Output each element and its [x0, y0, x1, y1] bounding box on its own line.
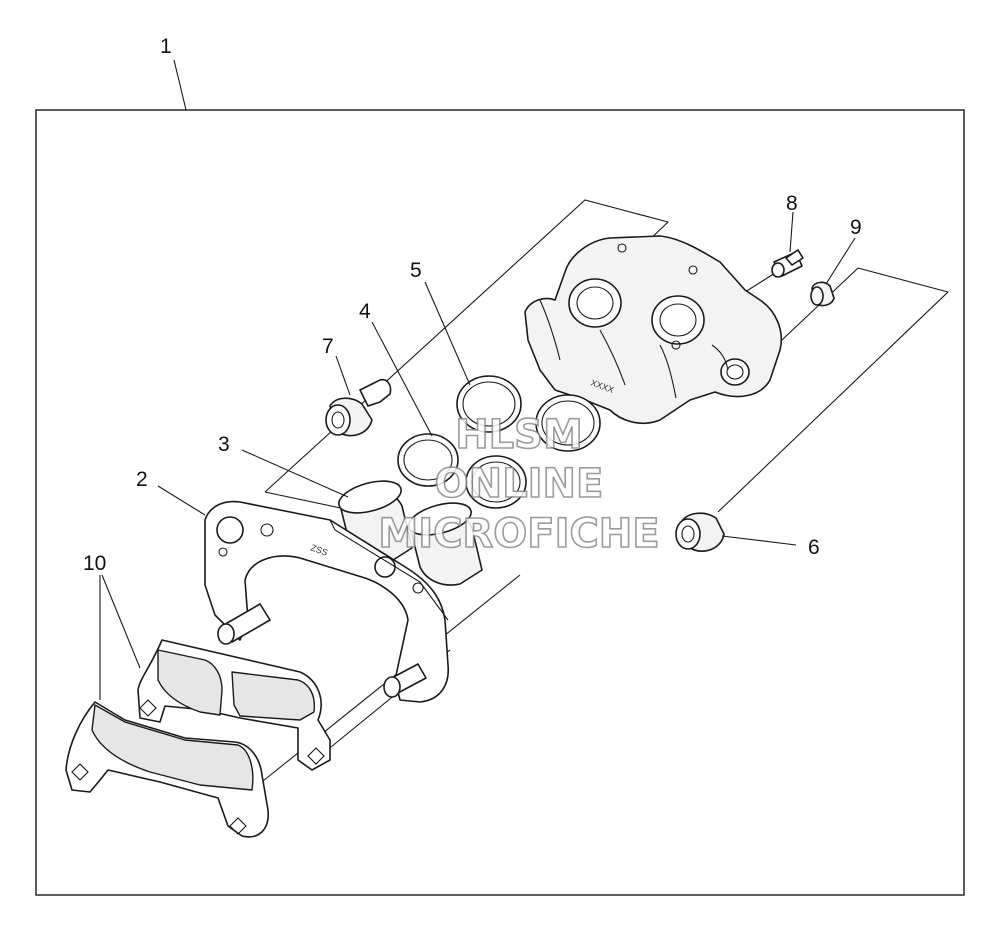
callout-9-leader [825, 237, 856, 285]
brake-pad-outer [65, 701, 269, 838]
callout-3-leader [241, 449, 349, 498]
piston-seal-set [456, 375, 601, 452]
piston-set [338, 480, 483, 586]
caliper-mounting-bracket: ZSS [204, 500, 449, 703]
brake-pad-inner [137, 639, 331, 771]
dust-seal-set [397, 433, 527, 509]
callout-2-leader [157, 485, 206, 516]
callout-9: 9 [850, 216, 862, 239]
callout-7-leader [335, 355, 351, 396]
callout-5-leader [424, 281, 471, 386]
watermark-line-2: ONLINE [435, 461, 604, 507]
callout-6-leader [721, 535, 797, 546]
callout-8-leader [789, 211, 794, 253]
callout-2: 2 [136, 468, 148, 491]
guide-pin-boot [325, 378, 392, 437]
callout-10-leader-b [101, 574, 141, 669]
assembly-frame [35, 109, 965, 896]
callout-8: 8 [786, 192, 798, 215]
watermark-line-3: MICROFICHE [378, 511, 659, 557]
callout-1: 1 [160, 35, 172, 58]
caliper-body: XXXX [524, 235, 782, 425]
callout-3: 3 [218, 433, 230, 456]
callout-7: 7 [322, 335, 334, 358]
callout-4-leader [371, 321, 433, 437]
callout-10: 10 [83, 552, 106, 575]
callout-6: 6 [808, 536, 820, 559]
guide-pin-boot-lower [675, 512, 725, 552]
bleeder-screw [771, 249, 804, 278]
watermark: HLSM ONLINE MICROFICHE [378, 411, 661, 558]
callout-1-leader [173, 59, 187, 111]
bleeder-cap [810, 281, 835, 307]
callout-4: 4 [359, 300, 371, 323]
watermark-line-1: HLSM [455, 412, 583, 458]
callout-5: 5 [410, 259, 422, 282]
